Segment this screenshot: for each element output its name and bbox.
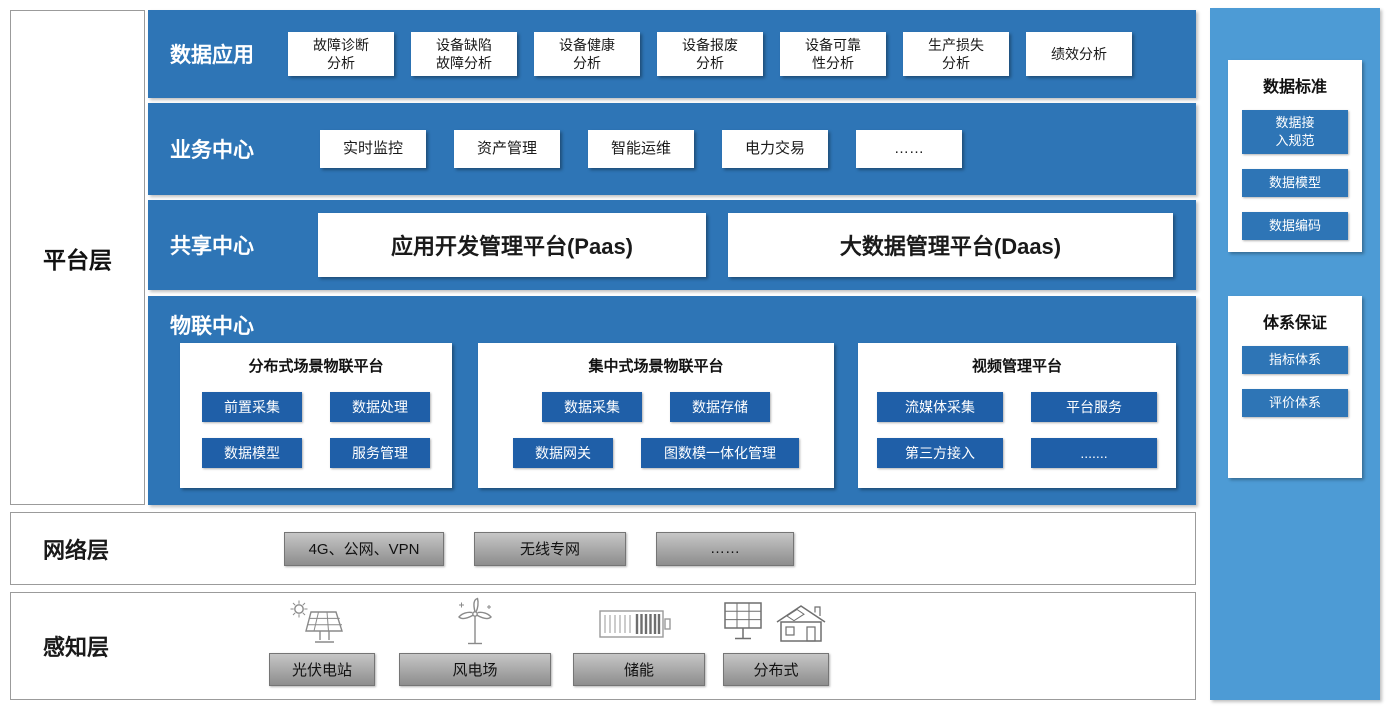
chip-third-party-access: 第三方接入 [877,438,1003,468]
video-management-platform-panel: 视频管理平台 流媒体采集 平台服务 第三方接入 ....... [858,343,1176,488]
data-standard-box: 数据标准 数据接 入规范 数据模型 数据编码 [1228,60,1362,252]
data-standard-title: 数据标准 [1262,79,1327,96]
system-assurance-chips: 指标体系 评价体系 [1228,346,1362,417]
distributed-pv-icon [723,599,843,647]
chip-data-model: 数据模型 [202,438,302,468]
centralized-iot-platform-panel: 集中式场景物联平台 数据采集 数据存储 数据网关 图数模一体化管理 [478,343,834,488]
chip-business-more: …… [856,130,962,168]
chip-equipment-defect-fault-analysis: 设备缺陷 故障分析 [411,32,517,76]
right-side-panel: 数据标准 数据接 入规范 数据模型 数据编码 体系保证 指标体系 评价体系 [1210,8,1380,700]
system-assurance-box: 体系保证 指标体系 评价体系 [1228,296,1362,478]
chip-platform-service: 平台服务 [1031,392,1157,422]
chip-production-loss-analysis: 生产损失 分析 [903,32,1009,76]
paas-platform-box: 应用开发管理平台(Paas) [318,213,706,277]
chip-intelligent-operation: 智能运维 [588,130,694,168]
data-application-label: 数据应用 [170,44,254,67]
chip-distributed: 分布式 [723,653,829,686]
chip-fault-diagnosis-analysis: 故障诊断 分析 [288,32,394,76]
daas-platform-box: 大数据管理平台(Daas) [728,213,1173,277]
chip-video-more: ....... [1031,438,1157,468]
data-application-row: 数据应用 故障诊断 分析 设备缺陷 故障分析 设备健康 分析 设备报废 分析 设… [148,10,1196,98]
chip-wireless-private-network: 无线专网 [474,531,626,566]
chip-wind-farm: 风电场 [399,653,551,686]
network-layer-chips: 4G、公网、VPN 无线专网 …… [284,531,794,566]
business-center-label: 业务中心 [170,139,254,162]
chip-front-collection: 前置采集 [202,392,302,422]
distributed-iot-chips: 前置采集 数据处理 数据模型 服务管理 [180,392,452,468]
chip-asset-management: 资产管理 [454,130,560,168]
perception-layer-label: 感知层 [43,635,110,660]
chip-equipment-scrap-analysis: 设备报废 分析 [657,32,763,76]
business-center-row: 业务中心 实时监控 资产管理 智能运维 电力交易 …… [148,103,1196,195]
chip-4g-public-vpn: 4G、公网、VPN [284,531,444,566]
chip-data-storage: 数据存储 [670,392,770,422]
data-standard-chips: 数据接 入规范 数据模型 数据编码 [1228,110,1362,240]
chip-energy-storage: 储能 [573,653,705,686]
video-management-platform-title: 视频管理平台 [971,358,1062,375]
chip-data-access-spec: 数据接 入规范 [1242,110,1348,154]
chip-data-processing: 数据处理 [330,392,430,422]
wind-turbine-icon [451,597,499,649]
energy-storage-icon [599,609,673,639]
business-center-chips: 实时监控 资产管理 智能运维 电力交易 …… [320,130,962,168]
data-application-chips: 故障诊断 分析 设备缺陷 故障分析 设备健康 分析 设备报废 分析 设备可靠 性… [288,32,1132,76]
solar-plant-icon [289,599,347,647]
chip-indicator-system: 指标体系 [1242,346,1348,374]
video-platform-chips: 流媒体采集 平台服务 第三方接入 ....... [858,392,1176,468]
chip-network-more: …… [656,531,794,566]
distributed-iot-platform-panel: 分布式场景物联平台 前置采集 数据处理 数据模型 服务管理 [180,343,452,488]
platform-layer-label: 平台层 [43,246,112,273]
chip-pv-station: 光伏电站 [269,653,375,686]
chip-equipment-health-analysis: 设备健康 分析 [534,32,640,76]
chip-equipment-reliability-analysis: 设备可靠 性分析 [780,32,886,76]
system-assurance-title: 体系保证 [1262,315,1327,332]
platform-layer-box: 平台层 [10,10,145,505]
sharing-center-label: 共享中心 [170,235,254,258]
iot-center-row: 物联中心 分布式场景物联平台 前置采集 数据处理 数据模型 服务管理 集中式场景… [148,296,1196,505]
chip-service-management: 服务管理 [330,438,430,468]
chip-data-gateway: 数据网关 [513,438,613,468]
chip-data-collection: 数据采集 [542,392,642,422]
sharing-center-row: 共享中心 应用开发管理平台(Paas) 大数据管理平台(Daas) [148,200,1196,290]
chip-power-trading: 电力交易 [722,130,828,168]
distributed-iot-platform-title: 分布式场景物联平台 [248,358,384,375]
chip-streaming-media-collection: 流媒体采集 [877,392,1003,422]
iot-center-label: 物联中心 [170,315,254,338]
centralized-iot-chips: 数据采集 数据存储 数据网关 图数模一体化管理 [478,392,834,468]
centralized-iot-platform-title: 集中式场景物联平台 [588,358,724,375]
chip-data-model-standard: 数据模型 [1242,169,1348,197]
chip-realtime-monitoring: 实时监控 [320,130,426,168]
network-layer-label: 网络层 [43,537,110,563]
chip-evaluation-system: 评价体系 [1242,389,1348,417]
chip-performance-analysis: 绩效分析 [1026,32,1132,76]
network-layer-box: 网络层 4G、公网、VPN 无线专网 …… [10,512,1196,585]
perception-layer-box: 感知层 [10,592,1196,700]
chip-graph-model-integration: 图数模一体化管理 [641,438,799,468]
chip-data-coding: 数据编码 [1242,212,1348,240]
